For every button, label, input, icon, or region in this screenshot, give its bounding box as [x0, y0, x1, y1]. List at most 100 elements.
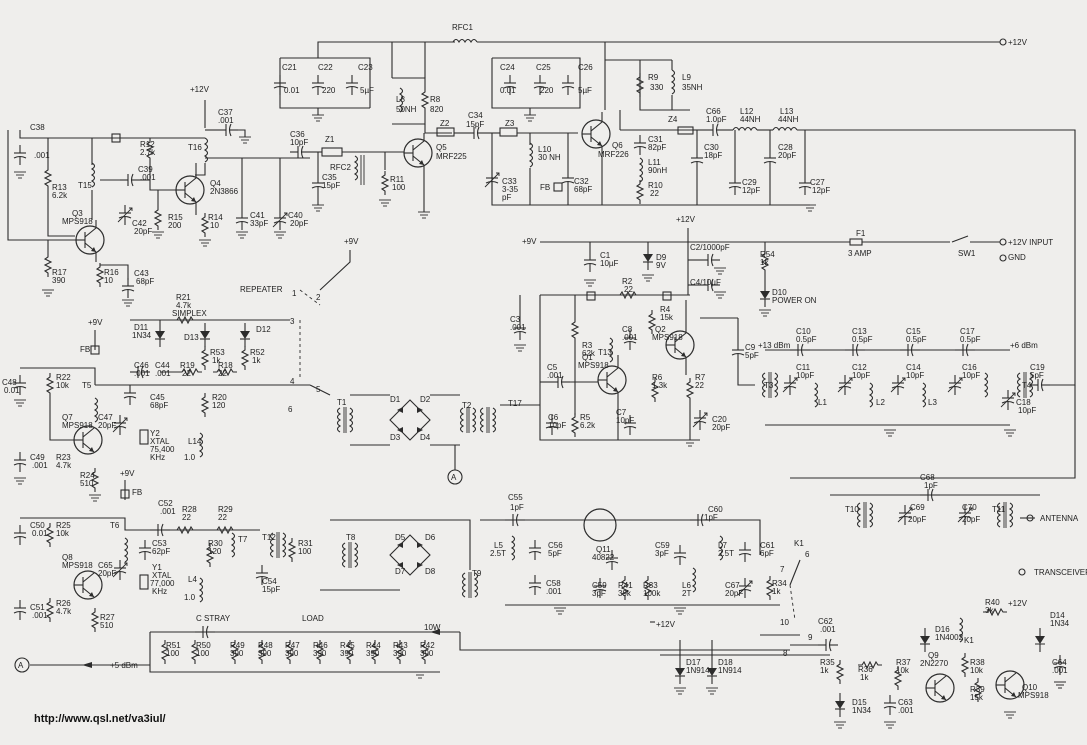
label-c49: C49 [30, 453, 45, 462]
label-l14v: 1.0 [184, 453, 196, 462]
label-r15: R15 [168, 213, 183, 222]
label-q7: Q7 [62, 413, 73, 422]
label-plus12v_d: +12V [1008, 599, 1028, 608]
label-c60v: 1pF [704, 513, 718, 522]
label-y1c: KHz [152, 587, 167, 596]
label-r27v: 510 [100, 621, 114, 630]
label-plus5dbm: +5 dBm [110, 661, 138, 670]
label-r19: R19 [180, 361, 195, 370]
label-c38v: .001 [34, 151, 50, 160]
label-y1: Y1 [152, 563, 162, 572]
label-l12: L12 [740, 107, 754, 116]
label-c33v: 3-35 [502, 185, 519, 194]
label-r12: R12 [140, 140, 155, 149]
label-c11v: 10pF [796, 371, 814, 380]
label-c51: C51 [30, 603, 45, 612]
label-c39: C39 [138, 165, 153, 174]
label-c58v: .001 [546, 587, 562, 596]
label-c27v: 12pF [812, 186, 830, 195]
crystal-osc-2 [13, 480, 296, 633]
label-r10v: 22 [650, 189, 659, 198]
label-r30: R30 [208, 539, 223, 548]
label-r31: R31 [298, 539, 313, 548]
label-dbm6: +6 dBm [1010, 341, 1038, 350]
label-c1: C1 [600, 251, 611, 260]
label-c53v: 62pF [152, 547, 170, 556]
label-r29v: 22 [218, 513, 227, 522]
label-c60: C60 [708, 505, 723, 514]
label-t1: T1 [337, 398, 347, 407]
label-c53: C53 [152, 539, 167, 548]
label-l3: L3 [928, 398, 937, 407]
label-sw3: 3 [290, 317, 295, 326]
label-l9: L9 [682, 73, 691, 82]
label-c44: C44 [155, 361, 170, 370]
component-labels: RFC1+12VC210.01C22220C235µFC240.01C25220… [2, 23, 1087, 715]
label-l10: L10 [538, 145, 552, 154]
label-r7v: 22 [695, 381, 704, 390]
label-r40v: 3k [985, 606, 994, 615]
label-y2: Y2 [150, 429, 160, 438]
power-section [540, 228, 1007, 317]
label-r49v: 390 [230, 649, 244, 658]
label-r38: R38 [970, 658, 985, 667]
label-r26v: 4.7k [56, 607, 72, 616]
label-repeater: REPEATER [240, 285, 283, 294]
label-t5: T5 [82, 381, 92, 390]
label-k1: K1 [794, 539, 804, 548]
label-r25: R25 [56, 521, 71, 530]
label-r10: R10 [648, 181, 663, 190]
bandpass-filter [761, 343, 1051, 437]
label-k1b: K1 [964, 636, 974, 645]
label-l8v: 50NH [396, 105, 417, 114]
label-plus9v_d: +9V [120, 469, 135, 478]
label-r47v: 390 [285, 649, 299, 658]
label-k6: 6 [805, 550, 810, 559]
label-t2: T2 [462, 401, 472, 410]
label-q8: Q8 [62, 553, 73, 562]
label-r33: R33 [643, 581, 658, 590]
label-r12v: 2.7k [140, 148, 156, 157]
label-c12v: 10pF [852, 371, 870, 380]
label-r39v: 15k [970, 693, 984, 702]
label-rfc1: RFC1 [452, 23, 473, 32]
crystal-osc-1 [13, 330, 310, 502]
label-r3v: 62k [582, 349, 596, 358]
label-c48: C48 [2, 378, 17, 387]
label-d8: D8 [425, 567, 436, 576]
label-r35v: 1k [820, 666, 829, 675]
label-r41v: 39k [618, 589, 632, 598]
mixer-2 [320, 519, 479, 599]
label-r43: R43 [393, 641, 408, 650]
label-d16t: 1N4002 [935, 633, 964, 642]
label-c34v: 15pF [466, 120, 484, 129]
label-c36: C36 [290, 130, 305, 139]
label-r14v: 10 [210, 221, 219, 230]
label-l8: L8 [396, 95, 405, 104]
label-l5: L5 [494, 541, 503, 550]
label-c42v: 20pF [134, 227, 152, 236]
label-d15t: 1N34 [852, 706, 872, 715]
label-d17t: 1N914 [686, 666, 710, 675]
label-c24v: 0.01 [500, 86, 516, 95]
label-r23: R23 [56, 453, 71, 462]
label-t6: T6 [110, 521, 120, 530]
label-d10t: POWER ON [772, 296, 817, 305]
label-r49: R49 [230, 641, 245, 650]
label-r34v: 1k [772, 587, 781, 596]
label-c68: C68 [920, 473, 935, 482]
label-c32: C32 [574, 177, 589, 186]
label-c7: C7 [616, 408, 627, 417]
label-r19v: 22 [182, 369, 191, 378]
label-c46: C46 [134, 361, 149, 370]
label-r52v: 1k [252, 356, 261, 365]
label-c29: C29 [742, 178, 757, 187]
label-c59bv: 3pF [592, 589, 606, 598]
label-c18: C18 [1016, 398, 1031, 407]
label-d3: D3 [390, 433, 401, 442]
label-sw2: 2 [316, 293, 321, 302]
rf-amp-section [7, 38, 1076, 386]
label-r17: R17 [52, 268, 67, 277]
label-plus12v_a: +12V [190, 85, 210, 94]
label-d17: D17 [686, 658, 701, 667]
